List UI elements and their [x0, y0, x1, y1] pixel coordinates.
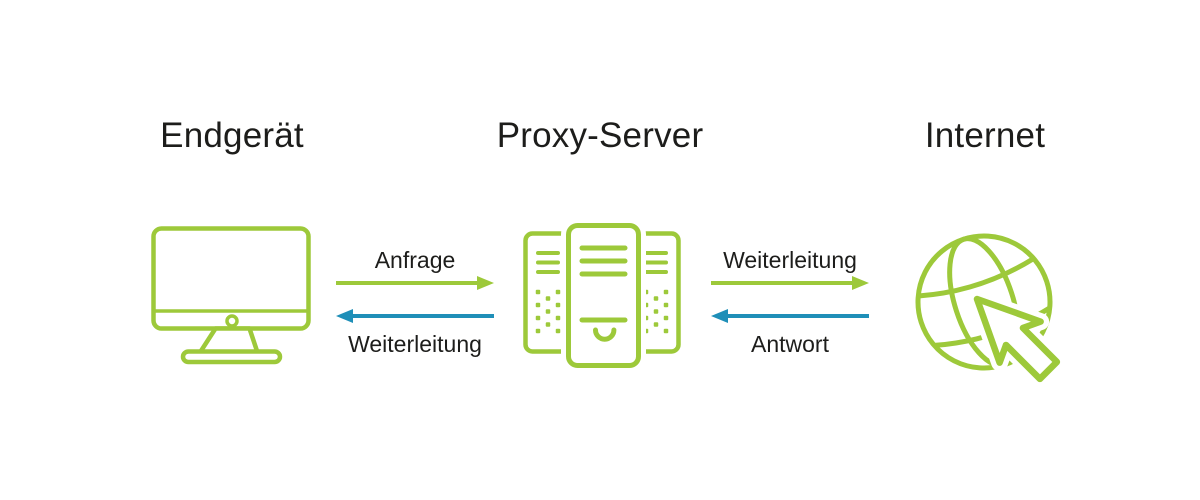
mouse-cursor-arrow: [968, 290, 1066, 388]
node-title-endgeraet: Endgerät: [160, 116, 304, 155]
arrow-left-weiterleitung: [336, 309, 494, 323]
arrow-left-antwort: [711, 309, 869, 323]
flow-label-anfrage: Anfrage: [374, 247, 456, 273]
arrow-right-weiterleitung: [711, 276, 869, 290]
flow-label-antwort: Antwort: [751, 331, 829, 357]
arrow-right-anfrage: [336, 276, 494, 290]
flow-label-weiterleitung-left: Weiterleitung: [348, 331, 482, 357]
flow-label-weiterleitung-right: Weiterleitung: [723, 247, 857, 273]
node-title-internet: Internet: [924, 116, 1046, 155]
node-title-proxy-server: Proxy-Server: [496, 116, 704, 155]
server-rack-icon: [523, 222, 681, 370]
globe-cursor-icon: [915, 233, 1066, 388]
desktop-computer-icon: [151, 226, 311, 365]
